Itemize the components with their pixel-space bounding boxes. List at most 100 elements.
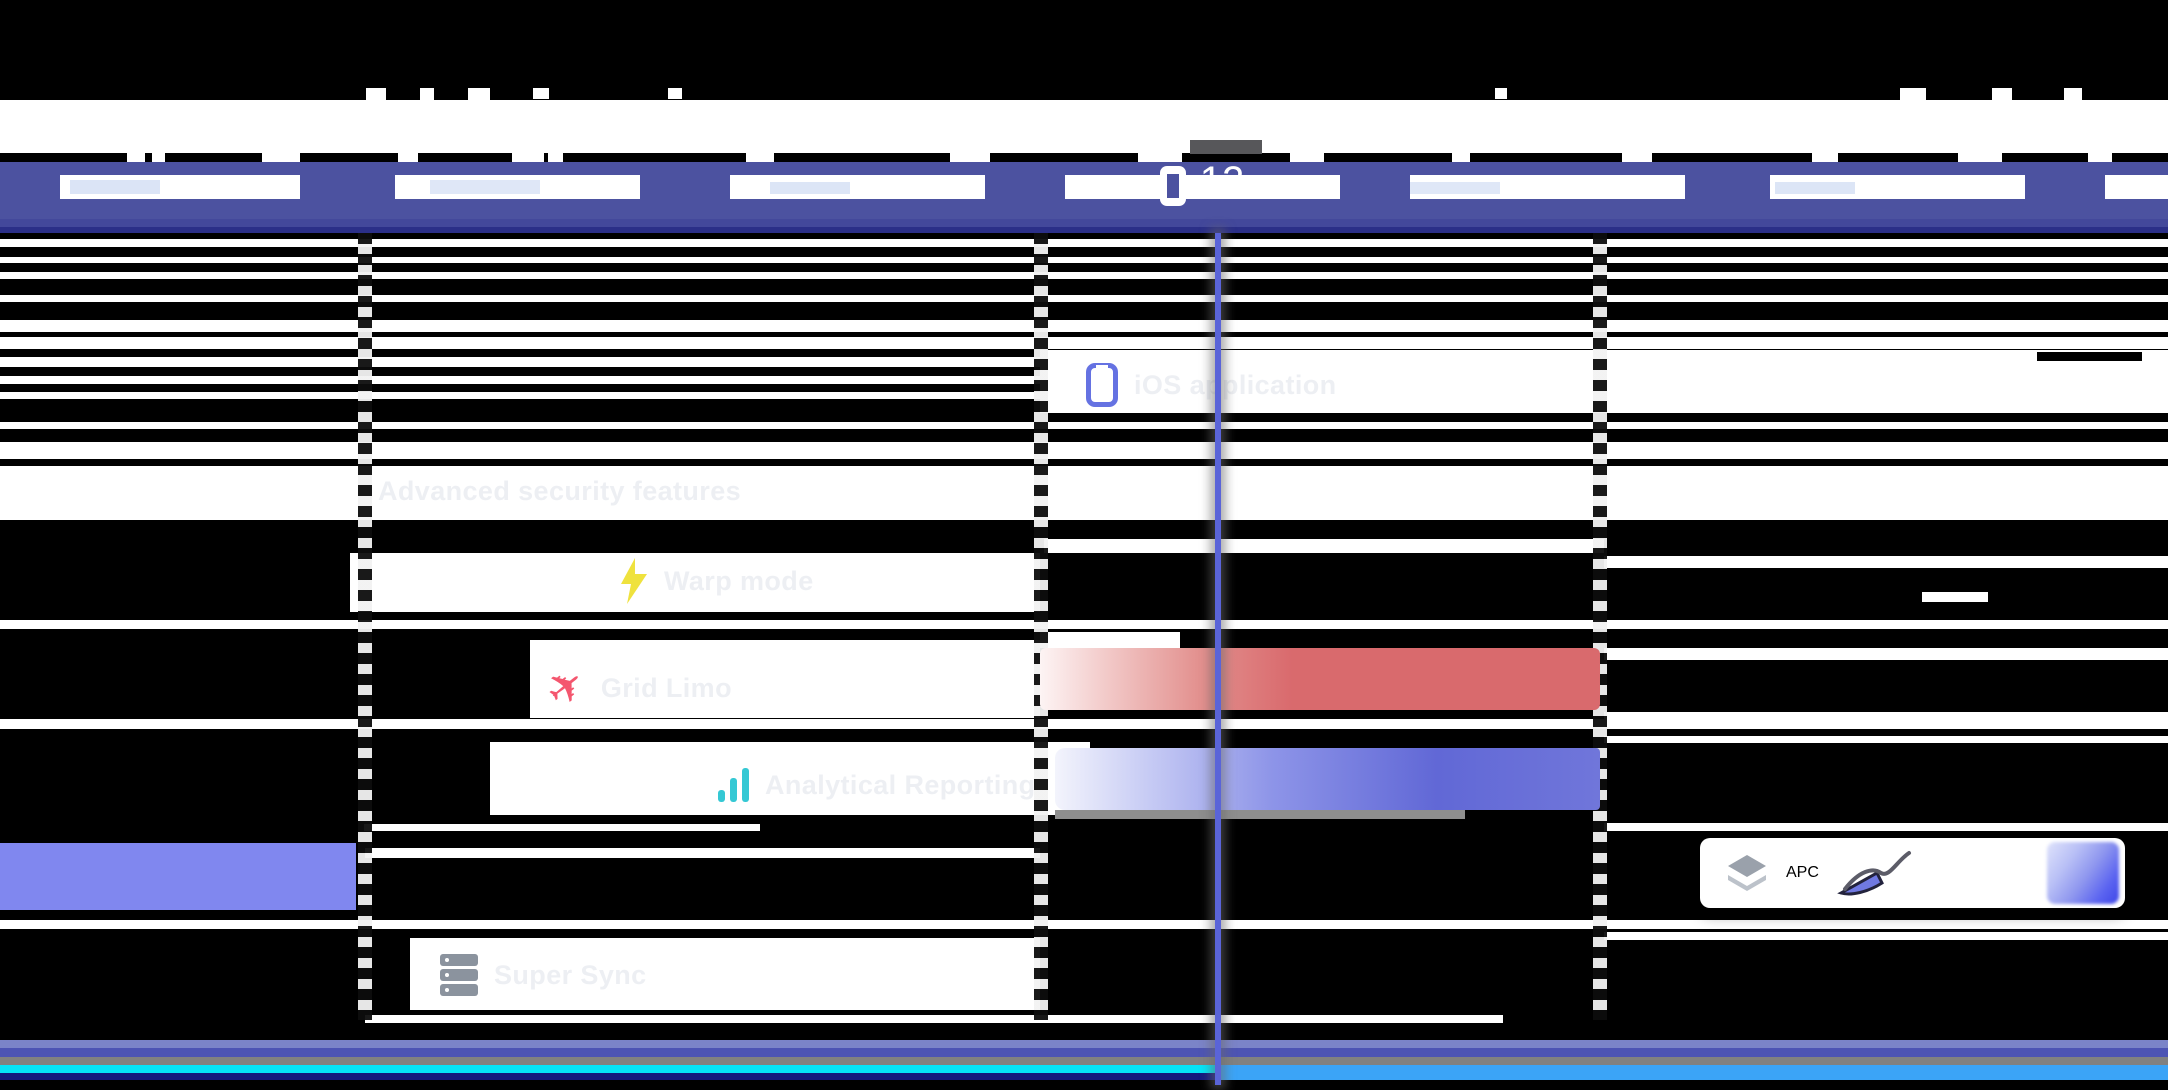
glitch-stripe xyxy=(430,180,540,194)
glitch-stripe xyxy=(398,150,418,162)
glitch-stripe xyxy=(1604,932,2168,940)
glitch-stripe xyxy=(1495,88,1507,99)
glitch-stripe xyxy=(2088,150,2112,162)
glitch-stripe xyxy=(0,199,2168,219)
glitch-stripe xyxy=(1044,539,1604,553)
glitch-stripe xyxy=(365,848,1040,858)
glitch-stripe xyxy=(1812,150,1838,162)
glitch-stripe xyxy=(0,227,2168,233)
timeline-item-label: iOS application xyxy=(1134,369,1337,400)
roadmap-bar-blue[interactable] xyxy=(1055,748,1600,810)
server-icon xyxy=(440,954,478,996)
glitch-stripe xyxy=(1340,175,1410,199)
month-label-fragment xyxy=(1160,166,1186,206)
glitch-stripe xyxy=(0,337,2168,349)
timeline-item-label: Analytical Reporting xyxy=(765,769,1036,800)
glitch-stripe xyxy=(420,88,434,101)
glitch-stripe xyxy=(410,938,1040,1010)
glitch-stripe xyxy=(0,422,2168,429)
glitch-stripe xyxy=(950,148,990,162)
glitch-stripe xyxy=(1452,150,1470,162)
glitch-stripe xyxy=(366,88,386,101)
glitch-stripe xyxy=(70,180,160,194)
timeline-item-super-sync[interactable]: Super Sync xyxy=(440,946,647,1004)
glitch-stripe xyxy=(512,148,544,162)
glitch-stripe xyxy=(0,257,2168,263)
timeline-item-analytical-reporting[interactable]: Analytical Reporting xyxy=(718,760,1036,810)
glitch-stripe xyxy=(0,175,60,199)
glitch-stripe xyxy=(0,295,2168,302)
roadmap-bar-red[interactable] xyxy=(1040,648,1600,710)
glitch-stripe xyxy=(1958,148,2002,162)
glitch-stripe xyxy=(0,392,1040,399)
glitch-stripe xyxy=(0,466,2168,520)
glitch-stripe xyxy=(0,1048,2168,1057)
timeline-item-warp-mode[interactable]: Warp mode xyxy=(620,552,814,610)
glitch-stripe xyxy=(1992,88,2012,101)
glitch-stripe xyxy=(1138,148,1182,162)
glitch-stripe xyxy=(0,357,1040,367)
glitch-blob xyxy=(2047,842,2119,904)
glitch-stripe xyxy=(1410,182,1500,194)
today-marker-badge[interactable]: 12 xyxy=(1199,159,1245,203)
glitch-stripe xyxy=(1604,648,2168,660)
glitch-stripe xyxy=(0,272,2168,279)
glitch-stripe xyxy=(1604,736,2168,743)
glitch-stripe xyxy=(1775,182,1855,194)
timeline-item-grid-limo[interactable]: ✈ Grid Limo xyxy=(537,657,732,718)
glitch-stripe xyxy=(1622,148,1652,162)
today-marker-tab xyxy=(1190,140,1262,154)
timeline-item-ios-application[interactable]: iOS application xyxy=(1086,362,1337,408)
glitch-stripe xyxy=(668,88,682,99)
glitch-stripe xyxy=(300,175,395,199)
glitch-stripe xyxy=(468,88,490,101)
glitch-stripe xyxy=(0,920,2168,929)
glitch-stripe xyxy=(0,719,2168,729)
glitch-stripe xyxy=(490,742,1090,815)
glitch-stripe xyxy=(0,100,2168,153)
glitch-stripe xyxy=(1604,712,2168,719)
glitch-stripe xyxy=(1055,810,1465,819)
glitch-stripe xyxy=(530,640,1040,718)
glitch-stripe xyxy=(0,620,2168,629)
glitch-stripe xyxy=(365,1015,1503,1023)
roadmap-bar-left-blue[interactable] xyxy=(0,843,356,910)
glitch-stripe xyxy=(1922,592,1988,602)
column-separator-dotted-line xyxy=(358,233,372,1020)
glitch-stripe xyxy=(0,1065,1218,1073)
glitch-stripe xyxy=(533,88,549,99)
glitch-stripe xyxy=(985,175,1065,199)
glitch-stripe xyxy=(1604,823,2168,831)
glitch-stripe xyxy=(0,320,2168,332)
glitch-stripe xyxy=(1290,150,1324,162)
timeline-item-label: Warp mode xyxy=(664,565,814,596)
glitch-stripe xyxy=(2037,352,2142,361)
column-separator-dotted-line xyxy=(1593,233,1607,1020)
glitch-stripe xyxy=(0,376,1040,384)
smartphone-icon xyxy=(1086,363,1118,407)
glitch-stripe xyxy=(2064,88,2082,101)
timeline-item-apc[interactable]: APC xyxy=(1700,838,2125,908)
glitch-stripe xyxy=(0,442,2168,459)
glitch-stripe xyxy=(364,824,760,831)
today-line xyxy=(1215,233,1221,1085)
glitch-stripe xyxy=(262,148,300,162)
glitch-stripe xyxy=(1900,88,1926,101)
timeline-item-advanced-security[interactable]: Advanced security features xyxy=(378,468,741,514)
glitch-stripe xyxy=(1685,175,1770,199)
timeline-item-label: APC xyxy=(1786,864,1819,881)
glitch-stripe xyxy=(0,162,2168,175)
timeline-item-label: Advanced security features xyxy=(378,475,742,506)
layers-icon xyxy=(1728,855,1766,891)
glitch-stripe xyxy=(2025,175,2105,199)
glitch-stripe xyxy=(1604,556,2168,568)
glitch-stripe xyxy=(746,150,774,162)
bar-chart-icon xyxy=(718,768,749,802)
timeline-item-label: Super Sync xyxy=(494,959,647,990)
glitch-stripe xyxy=(640,175,730,199)
column-separator-dotted-line xyxy=(1034,233,1048,1020)
glitch-stripe xyxy=(152,150,165,162)
glitch-stripe xyxy=(127,150,145,162)
timeline-item-label: Grid Limo xyxy=(600,672,732,703)
